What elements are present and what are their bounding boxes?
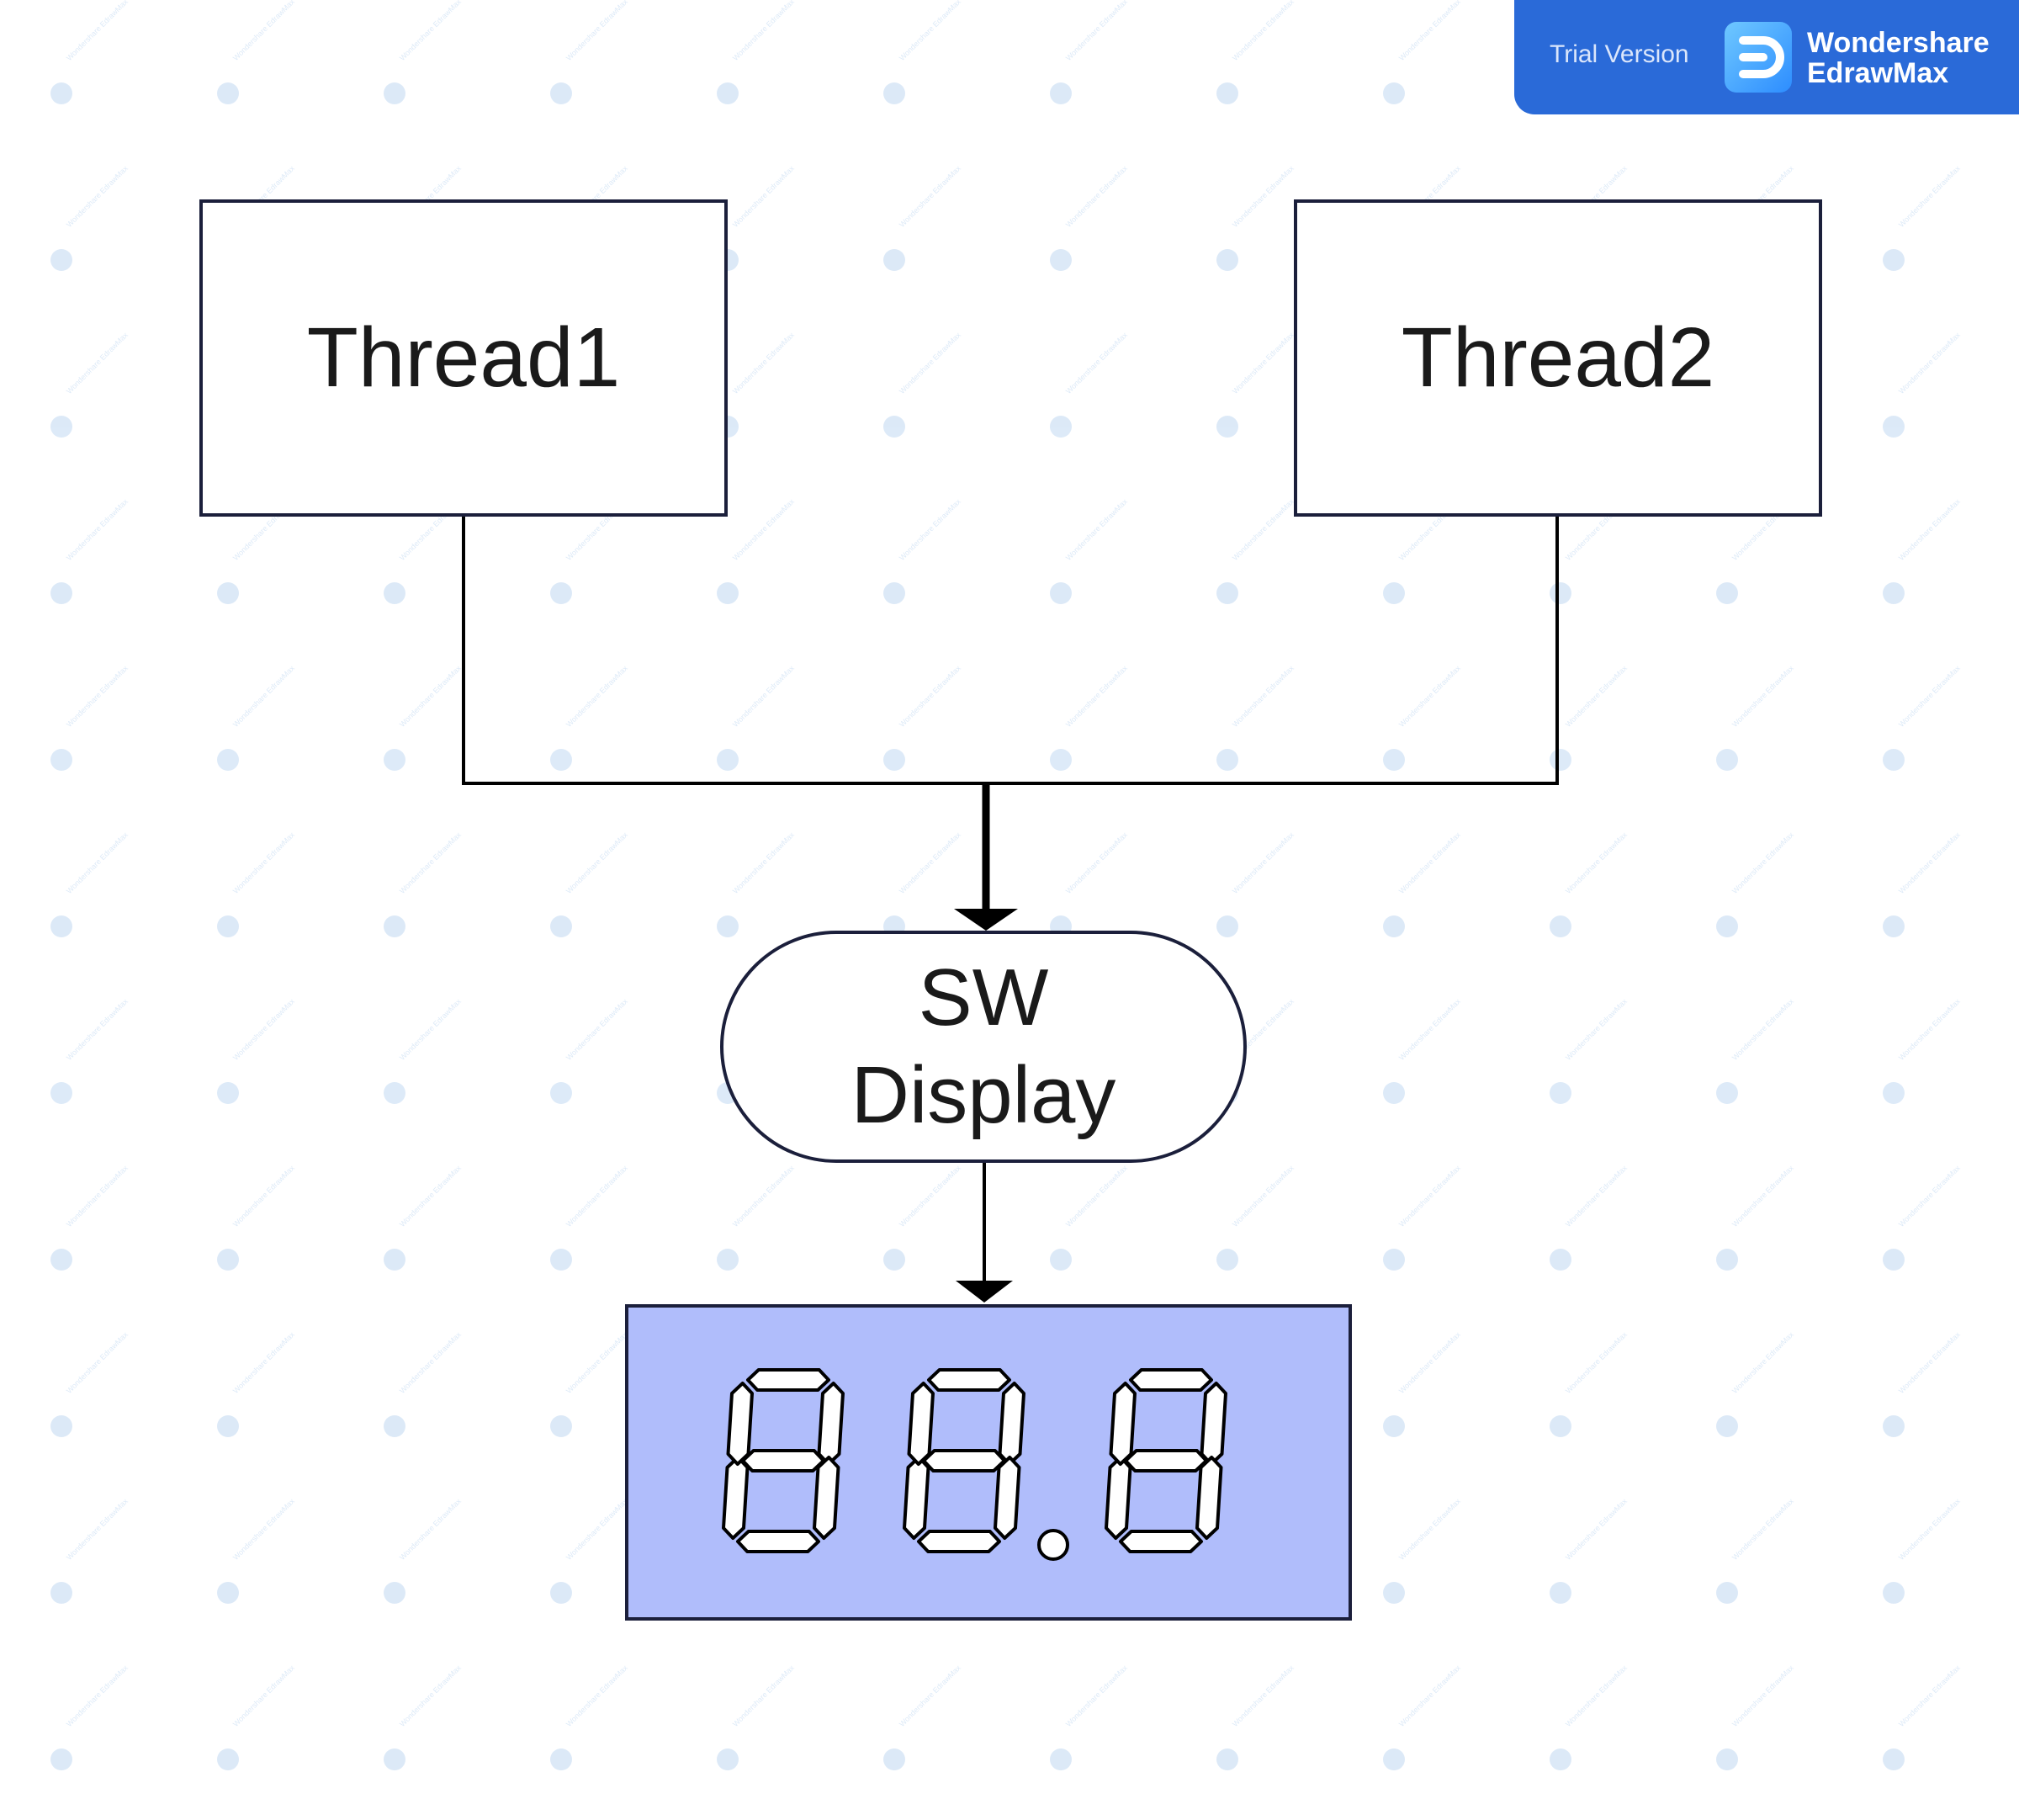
lcd-digit-1-segment-b bbox=[817, 1382, 845, 1466]
lcd-digit-1-segment-e bbox=[722, 1456, 750, 1540]
thread2-label: Thread2 bbox=[1401, 310, 1715, 405]
edge-thread2-to-sw-display bbox=[986, 517, 1559, 785]
lcd-digit-2-segment-b bbox=[998, 1382, 1025, 1466]
arrowhead-to-sw-display bbox=[954, 909, 1018, 931]
sw-display-label-line2: Display bbox=[851, 1050, 1116, 1140]
lcd-digit-2-segment-d bbox=[917, 1530, 1001, 1553]
lcd-digit-1-segment-g bbox=[741, 1449, 825, 1472]
lcd-digit-3-segment-f bbox=[1109, 1382, 1137, 1466]
brand-name-line2: EdrawMax bbox=[1807, 57, 1949, 89]
brand-name-line1: Wondershare bbox=[1807, 27, 1990, 59]
sw-display-node[interactable]: SW Display bbox=[720, 931, 1247, 1163]
thread2-node[interactable]: Thread2 bbox=[1294, 199, 1822, 517]
arrowhead-to-lcd bbox=[956, 1281, 1013, 1303]
thread1-node[interactable]: Thread1 bbox=[199, 199, 728, 517]
lcd-decimal-point bbox=[1037, 1529, 1069, 1561]
lcd-digit-1-segment-a bbox=[746, 1368, 830, 1392]
thread1-label: Thread1 bbox=[306, 310, 621, 405]
lcd-digit-1-segment-c bbox=[813, 1456, 840, 1540]
lcd-digit-2-segment-a bbox=[927, 1368, 1011, 1392]
lcd-digit-3-segment-c bbox=[1195, 1456, 1223, 1540]
lcd-digit-2-segment-g bbox=[922, 1449, 1006, 1472]
lcd-digit-2-segment-c bbox=[994, 1456, 1021, 1540]
trial-banner: Trial Version Wondershare EdrawMax bbox=[1514, 0, 2019, 114]
lcd-digit-3-segment-e bbox=[1105, 1456, 1132, 1540]
lcd-digit-2-segment-e bbox=[903, 1456, 930, 1540]
edrawmax-logo-icon bbox=[1725, 22, 1792, 93]
edge-thread1-to-sw-display bbox=[462, 517, 986, 785]
lcd-digit-3-segment-d bbox=[1119, 1530, 1203, 1553]
lcd-digit-3-segment-g bbox=[1124, 1449, 1208, 1472]
sw-display-label-line1: SW bbox=[918, 952, 1049, 1043]
lcd-digit-1-segment-f bbox=[726, 1382, 754, 1466]
trial-version-label: Trial Version bbox=[1550, 40, 1689, 68]
lcd-digit-3-segment-a bbox=[1129, 1368, 1213, 1392]
lcd-digit-2-segment-f bbox=[907, 1382, 935, 1466]
lcd-digit-1-segment-d bbox=[736, 1530, 820, 1553]
lcd-digit-3-segment-b bbox=[1200, 1382, 1227, 1466]
